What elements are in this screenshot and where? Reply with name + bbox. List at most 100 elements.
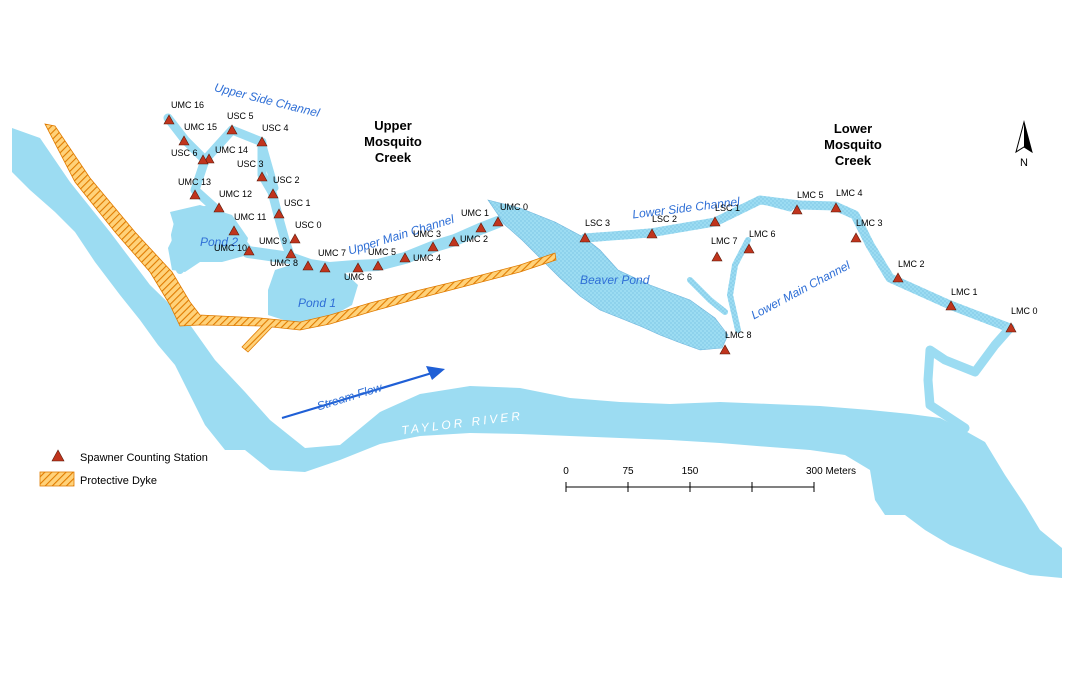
station-marker-icon <box>791 204 803 215</box>
station-marker-icon <box>850 232 862 243</box>
station-marker-icon <box>189 189 201 200</box>
pond-2 <box>168 205 248 272</box>
legend-dyke-swatch <box>39 471 75 487</box>
station-label: LMC 3 <box>856 218 883 228</box>
station-marker-icon <box>352 262 364 273</box>
legend-dyke-label: Protective Dyke <box>80 475 157 487</box>
station-label: UMC 11 <box>234 212 266 222</box>
stream-flow-arrow <box>281 366 445 420</box>
station-marker-icon <box>579 232 591 243</box>
station-label: UMC 0 <box>500 202 528 212</box>
station-label: LSC 1 <box>715 203 740 213</box>
scale-tick-0: 0 <box>563 466 569 477</box>
station-marker-icon <box>448 236 460 247</box>
station-marker-icon <box>226 124 238 135</box>
upper-region-line-2: Mosquito <box>364 134 422 149</box>
station-marker-icon <box>256 171 268 182</box>
station-marker-icon <box>228 225 240 236</box>
station-marker-icon <box>892 272 904 283</box>
station-marker-icon <box>372 260 384 271</box>
station-label: UMC 12 <box>219 189 252 199</box>
station-label: UMC 16 <box>171 100 204 110</box>
north-arrow-icon <box>1015 120 1033 154</box>
station-label: UMC 5 <box>368 247 396 257</box>
station-label: UMC 15 <box>184 122 217 132</box>
station-marker-icon <box>289 233 301 244</box>
station-label: LMC 2 <box>898 259 925 269</box>
north-label: N <box>1020 157 1028 169</box>
station-label: USC 4 <box>262 123 289 133</box>
lower-region-line-3: Creek <box>835 153 872 168</box>
station-marker-icon <box>399 252 411 263</box>
scale-bar: 0 75 150 300 Meters <box>563 466 856 492</box>
scale-tick-300: 300 Meters <box>806 466 856 477</box>
lower-region-line-1: Lower <box>834 121 872 136</box>
scale-tick-150: 150 <box>682 466 699 477</box>
station-label: UMC 6 <box>344 272 372 282</box>
legend-station-icon <box>51 449 65 462</box>
station-label: UMC 2 <box>460 234 488 244</box>
station-label: UMC 4 <box>413 253 441 263</box>
station-marker-icon <box>197 154 209 165</box>
pond-1 <box>268 262 358 322</box>
legend: Spawner Counting Station Protective Dyke <box>39 449 208 487</box>
station-marker-icon <box>945 300 957 311</box>
station-label: LSC 3 <box>585 218 610 228</box>
station-label: LMC 1 <box>951 287 978 297</box>
beaver-pond <box>487 199 729 351</box>
station-marker-icon <box>743 243 755 254</box>
station-label: UMC 9 <box>259 236 287 246</box>
station-marker-icon <box>285 248 297 259</box>
taylor-river <box>12 128 1062 578</box>
station-marker-icon <box>302 260 314 271</box>
station-label: USC 6 <box>171 148 198 158</box>
station-label: LMC 4 <box>836 188 863 198</box>
station-marker-icon <box>711 251 723 262</box>
station-label: UMC 10 <box>214 243 247 253</box>
pond-1-label: Pond 1 <box>298 296 336 310</box>
station-marker-icon <box>719 344 731 355</box>
station-marker-icon <box>319 262 331 273</box>
beaver-pond-label: Beaver Pond <box>580 273 650 287</box>
station-label: LMC 5 <box>797 190 824 200</box>
station-label: USC 0 <box>295 220 322 230</box>
station-marker-icon <box>243 245 255 256</box>
station-marker-icon <box>830 202 842 213</box>
scale-tick-75: 75 <box>622 466 634 477</box>
station-marker-icon <box>267 188 279 199</box>
upper-region-line-1: Upper <box>374 118 412 133</box>
station-marker-icon <box>709 216 721 227</box>
pond-2-label: Pond 2 <box>200 235 238 249</box>
station-label: UMC 14 <box>215 145 248 155</box>
station-label: LMC 8 <box>725 330 752 340</box>
station-label: LMC 7 <box>711 236 738 246</box>
station-label: USC 3 <box>237 159 264 169</box>
station-label: UMC 1 <box>461 208 489 218</box>
station-marker-icon <box>427 241 439 252</box>
station-marker-icon <box>163 114 175 125</box>
station-label: LMC 0 <box>1011 306 1038 316</box>
station-marker-icon <box>1005 322 1017 333</box>
station-label: UMC 8 <box>270 258 298 268</box>
station-label: UMC 7 <box>318 248 346 258</box>
station-label: LMC 6 <box>749 229 776 239</box>
station-layer: UMC 16 UMC 15 UMC 14 USC 6 USC 5 USC 4 USC 3 US… <box>163 100 1038 355</box>
station-marker-icon <box>273 208 285 219</box>
station-label: LSC 2 <box>652 214 677 224</box>
station-marker-icon <box>256 136 268 147</box>
upper-region-line-3: Creek <box>375 150 412 165</box>
legend-station-label: Spawner Counting Station <box>80 452 208 464</box>
protective-dyke <box>44 123 557 353</box>
station-label: USC 5 <box>227 111 254 121</box>
station-label: USC 2 <box>273 175 300 185</box>
station-label: UMC 3 <box>413 229 441 239</box>
station-marker-icon <box>178 135 190 146</box>
station-marker-icon <box>213 202 225 213</box>
station-marker-icon <box>492 216 504 227</box>
lower-main-channel-label: Lower Main Channel <box>749 258 853 322</box>
station-marker-icon <box>646 228 658 239</box>
station-marker-icon <box>475 222 487 233</box>
station-label: UMC 13 <box>178 177 211 187</box>
lower-region-line-2: Mosquito <box>824 137 882 152</box>
